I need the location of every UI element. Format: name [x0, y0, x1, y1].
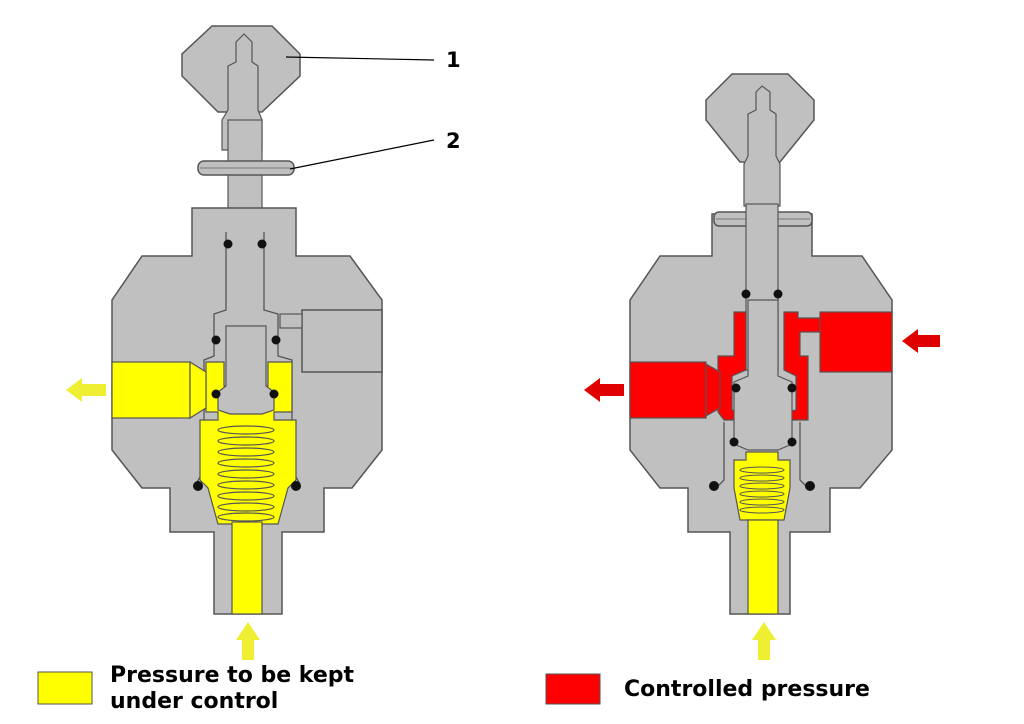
legend-red-label: Controlled pressure: [624, 677, 870, 702]
legend-yellow-line1: Pressure to be kept: [110, 663, 355, 688]
callout-2: 2: [446, 129, 461, 153]
legend-red-swatch: [545, 673, 601, 705]
right-inlet-arrow-red: [902, 329, 940, 353]
left-valve: [111, 25, 435, 615]
right-inlet-channel: [747, 519, 779, 615]
right-valve: [629, 73, 893, 615]
left-o-rings: [193, 239, 301, 491]
right-outlet-arrow-red: [584, 378, 624, 402]
right-stem-tip: [743, 85, 781, 207]
left-poppet: [217, 325, 275, 415]
left-inlet-arrow: [236, 622, 260, 660]
right-red-inlet-port: [819, 311, 893, 373]
right-spring: [739, 466, 785, 514]
legend-yellow-line2: under control: [110, 689, 278, 714]
left-outlet-arrow: [66, 378, 106, 402]
left-yellow-port: [111, 361, 191, 419]
right-o-rings: [709, 289, 815, 491]
left-spring: [217, 425, 275, 522]
legend-yellow-swatch: [37, 671, 93, 705]
left-inlet-channel: [231, 521, 263, 615]
right-yellow-chamber: [733, 451, 791, 521]
left-right-port: [301, 309, 383, 373]
right-poppet: [733, 299, 793, 451]
right-inlet-arrow-yellow: [752, 622, 776, 660]
callout-1: 1: [446, 48, 461, 72]
right-red-outlet-port: [629, 361, 707, 419]
